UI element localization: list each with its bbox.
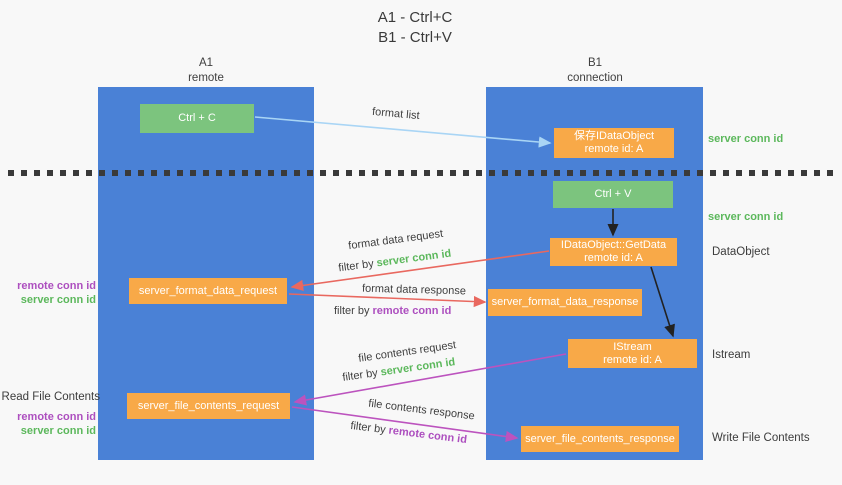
- lane-b1-role: connection: [567, 72, 623, 84]
- node-server-file-contents-response: server_file_contents_response: [521, 426, 679, 452]
- node-idataobject-getdata: IDataObject::GetData remote id: A: [550, 238, 677, 266]
- node-ctrl-c: Ctrl + C: [140, 104, 254, 133]
- diagram-title: A1 - Ctrl+C B1 - Ctrl+V: [285, 8, 545, 48]
- node-getdata-line1: IDataObject::GetData: [560, 239, 667, 251]
- node-server-format-data-response: server_format_data_response: [488, 289, 642, 316]
- arrow-format-list: [254, 116, 552, 148]
- lane-a1-role: remote: [188, 72, 224, 84]
- node-format-request-label: server_format_data_request: [138, 284, 278, 297]
- node-getdata-line2: remote id: A: [584, 252, 643, 264]
- node-save-idataobject-line2: remote id: A: [584, 143, 644, 155]
- side-remote-conn-id-2: remote conn id: [17, 411, 96, 423]
- lane-a1-name: A1: [198, 57, 214, 69]
- arrow-getdata-to-istream: [650, 266, 675, 338]
- node-ctrl-c-label: Ctrl + C: [178, 112, 216, 124]
- node-istream: IStream remote id: A: [568, 339, 697, 368]
- side-server-conn-id-1: server conn id: [20, 294, 96, 306]
- lane-header-a1: A1 remote: [146, 56, 266, 86]
- node-server-file-contents-request: server_file_contents_request: [127, 393, 290, 419]
- side-server-conn-id-top: server conn id: [708, 133, 784, 145]
- arrow-file-contents-request: [293, 353, 567, 406]
- side-remote-conn-id-1: remote conn id: [17, 280, 96, 292]
- arrow-format-data-request: [290, 250, 550, 291]
- filter-by-text: filter by: [334, 305, 370, 317]
- side-conn-ids-format: remote conn id server conn id: [0, 279, 96, 307]
- arrow-format-data-response: [288, 293, 487, 308]
- side-istream: Istream: [712, 349, 751, 361]
- arrow-file-contents-response: [291, 406, 519, 443]
- title-line-2: B1 - Ctrl+V: [378, 29, 452, 46]
- lane-header-b1: B1 connection: [535, 56, 655, 86]
- node-file-request-label: server_file_contents_request: [137, 399, 280, 412]
- side-write-file-contents: Write File Contents: [712, 432, 810, 444]
- node-file-response-label: server_file_contents_response: [525, 432, 675, 445]
- node-format-response-label: server_format_data_response: [491, 296, 639, 308]
- side-conn-ids-file: remote conn id server conn id: [0, 410, 96, 438]
- title-line-1: A1 - Ctrl+C: [377, 9, 453, 26]
- side-server-conn-id-mid: server conn id: [708, 211, 784, 223]
- node-istream-line2: remote id: A: [603, 353, 662, 366]
- remote-conn-id-text: remote conn id: [372, 305, 452, 317]
- side-dataobject: DataObject: [712, 246, 770, 258]
- node-save-idataobject-line1: 保存IDataObject: [573, 130, 655, 142]
- side-read-file-contents: Read File Contents: [1, 391, 100, 403]
- node-istream-line1: IStream: [613, 340, 652, 353]
- side-server-conn-id-2: server conn id: [20, 425, 96, 437]
- node-ctrl-v-label: Ctrl + V: [594, 188, 632, 200]
- node-server-format-data-request: server_format_data_request: [129, 278, 287, 304]
- node-save-idataobject: 保存IDataObject remote id: A: [554, 128, 674, 158]
- node-ctrl-v: Ctrl + V: [553, 181, 673, 208]
- lane-b1-name: B1: [587, 57, 603, 69]
